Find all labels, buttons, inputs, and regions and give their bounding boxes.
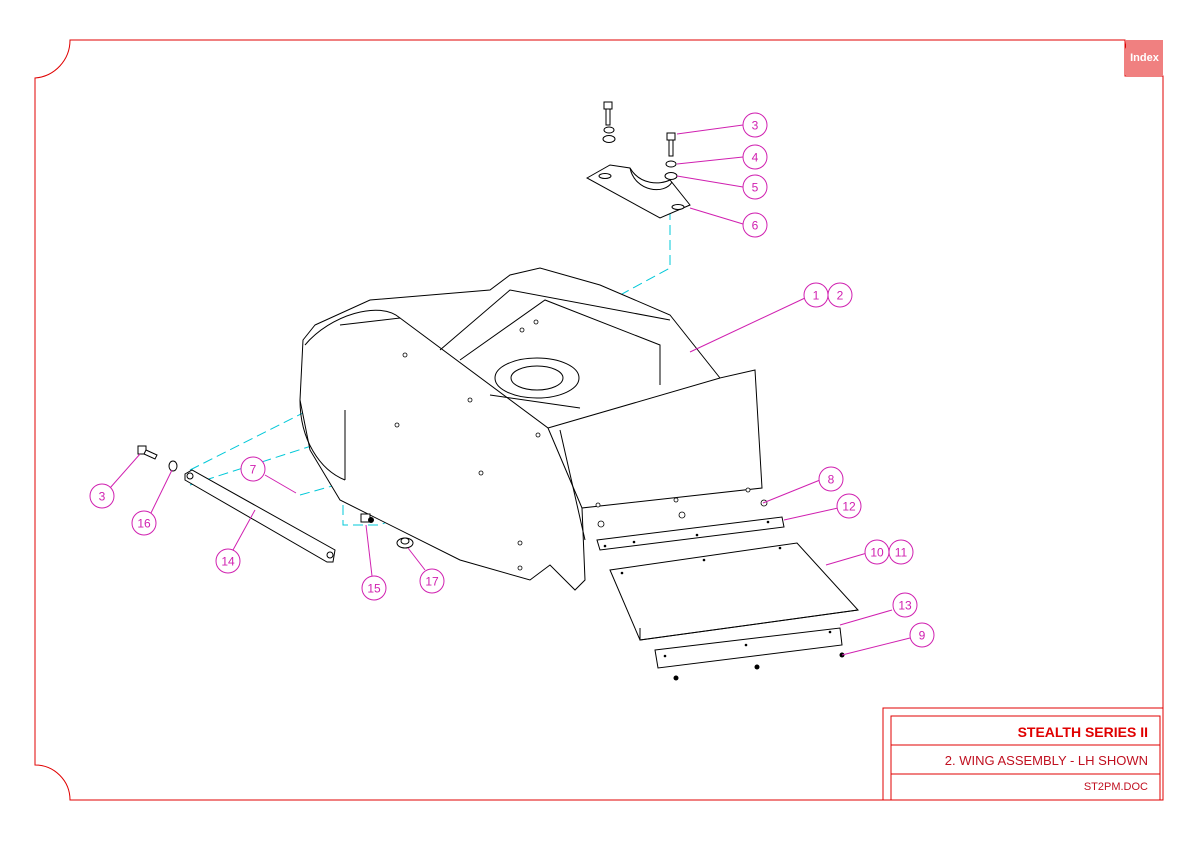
callout-7: 7 xyxy=(240,456,266,482)
svg-text:2: 2 xyxy=(837,289,844,303)
svg-text:12: 12 xyxy=(842,500,856,514)
svg-text:3: 3 xyxy=(752,119,759,133)
callout-8: 8 xyxy=(818,466,844,492)
bolt-left xyxy=(137,445,178,472)
bolts-top xyxy=(602,101,678,180)
callout-11: 11 xyxy=(888,539,914,565)
callout-12: 12 xyxy=(836,493,862,519)
svg-text:9: 9 xyxy=(919,629,926,643)
clamp-plate xyxy=(585,164,691,219)
leader-lines xyxy=(109,124,911,656)
svg-text:4: 4 xyxy=(752,151,759,165)
title-block-frame xyxy=(882,707,1164,801)
wing-body xyxy=(299,267,763,591)
svg-text:3: 3 xyxy=(99,490,106,504)
svg-text:13: 13 xyxy=(898,599,912,613)
svg-text:16: 16 xyxy=(137,517,151,531)
callout-14: 14 xyxy=(215,548,241,574)
lower-plates xyxy=(596,516,860,669)
title-block-series: STEALTH SERIES II xyxy=(1017,723,1148,740)
callout-9: 9 xyxy=(909,622,935,648)
svg-text:1: 1 xyxy=(813,289,820,303)
part-15-17 xyxy=(360,513,414,549)
title-block-section: 2. WING ASSEMBLY - LH SHOWN xyxy=(944,752,1148,768)
svg-text:8: 8 xyxy=(828,473,835,487)
svg-text:5: 5 xyxy=(752,181,759,195)
wing-holes xyxy=(394,319,751,571)
index-button[interactable]: Index xyxy=(1126,40,1163,76)
title-block-doc: ST2PM.DOC xyxy=(1083,781,1148,793)
callout-10: 10 xyxy=(864,539,890,565)
callout-15: 15 xyxy=(361,575,387,601)
callout-13: 13 xyxy=(892,592,918,618)
svg-text:7: 7 xyxy=(250,463,257,477)
strut-bar xyxy=(184,469,336,563)
callout-17: 17 xyxy=(419,568,445,594)
plate-holes xyxy=(603,520,845,681)
svg-text:11: 11 xyxy=(895,546,908,560)
svg-text:14: 14 xyxy=(221,555,235,569)
callout-1: 1 xyxy=(803,282,829,308)
svg-text:15: 15 xyxy=(367,582,381,596)
svg-text:17: 17 xyxy=(425,575,439,589)
callout-5: 5 xyxy=(742,174,768,200)
callout-6: 6 xyxy=(742,212,768,238)
callout-16: 16 xyxy=(131,510,157,536)
callout-4: 4 xyxy=(742,144,768,170)
callout-3-top: 3 xyxy=(742,112,768,138)
callout-3-left: 3 xyxy=(89,483,115,509)
svg-text:10: 10 xyxy=(870,546,884,560)
svg-text:6: 6 xyxy=(752,219,759,233)
callout-2: 2 xyxy=(827,282,853,308)
